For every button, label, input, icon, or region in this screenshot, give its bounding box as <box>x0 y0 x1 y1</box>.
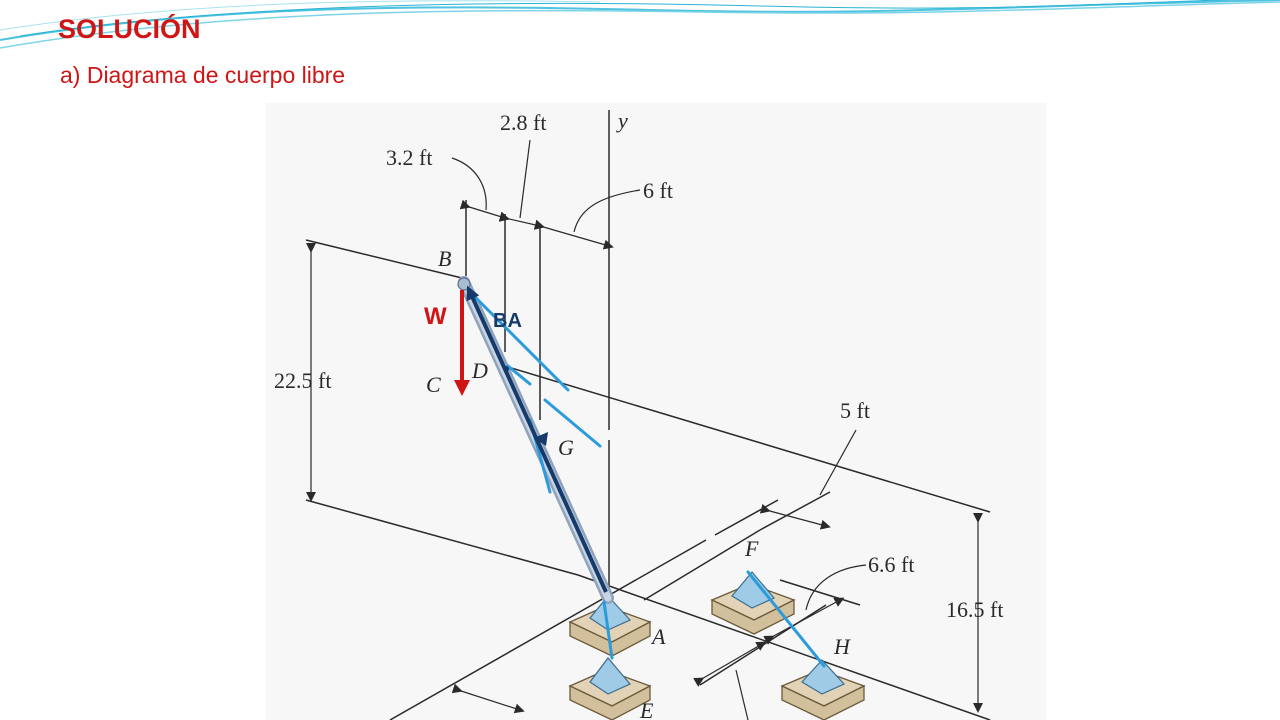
dim-3-2-ft: 3.2 ft <box>386 145 432 170</box>
point-label-B: B <box>438 246 451 271</box>
point-label-F: F <box>744 536 759 561</box>
force-BA-arrow <box>466 285 608 593</box>
support-E <box>568 657 652 720</box>
dim-5-ft: 5 ft <box>840 398 870 423</box>
dim-2-8-ft: 2.8 ft <box>500 110 546 135</box>
dim-6-6-ft: 6.6 ft <box>868 552 914 577</box>
weight-label: W <box>424 303 447 330</box>
support-F <box>710 571 796 635</box>
member-force-label: BA <box>493 310 522 332</box>
point-label-E: E <box>639 698 654 720</box>
joint-B <box>457 277 471 291</box>
axis-y-label: y <box>616 108 628 133</box>
slide-title: SOLUCIÓN <box>58 14 201 44</box>
dim-22-5-ft: 22.5 ft <box>274 368 331 393</box>
header-wave-decoration <box>0 0 1280 49</box>
point-label-G: G <box>558 435 574 460</box>
force-BA-midpoint-arrowhead <box>534 432 548 446</box>
point-label-C: C <box>426 372 441 397</box>
dim-16-5-ft: 16.5 ft <box>946 597 1003 622</box>
slide-subtitle: a) Diagrama de cuerpo libre <box>60 62 346 88</box>
point-label-A: A <box>650 624 666 649</box>
dimension-lines <box>306 139 983 720</box>
support-H <box>780 659 866 720</box>
point-label-H: H <box>833 634 851 659</box>
point-label-D: D <box>471 358 488 383</box>
dim-6-ft: 6 ft <box>643 178 673 203</box>
